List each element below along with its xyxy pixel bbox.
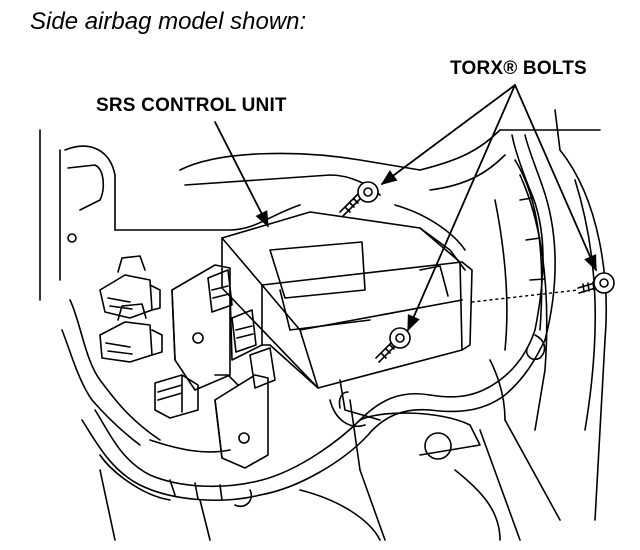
harness-connectors xyxy=(100,256,198,418)
srs-control-unit xyxy=(208,212,472,426)
wiring-harness xyxy=(62,135,555,506)
bolt-alignment-dotted-line xyxy=(472,290,578,302)
torx-bolt-right xyxy=(578,273,614,293)
srs-control-unit-label: SRS CONTROL UNIT xyxy=(96,95,287,116)
torx-bolt-upper xyxy=(340,182,378,216)
diagram-caption: Side airbag model shown: xyxy=(30,8,307,35)
callout-leaders xyxy=(215,85,596,332)
mounting-bracket xyxy=(172,265,268,468)
torx-bolts-label: TORX® BOLTS xyxy=(450,58,587,79)
torx-bolt-lower xyxy=(376,328,410,362)
